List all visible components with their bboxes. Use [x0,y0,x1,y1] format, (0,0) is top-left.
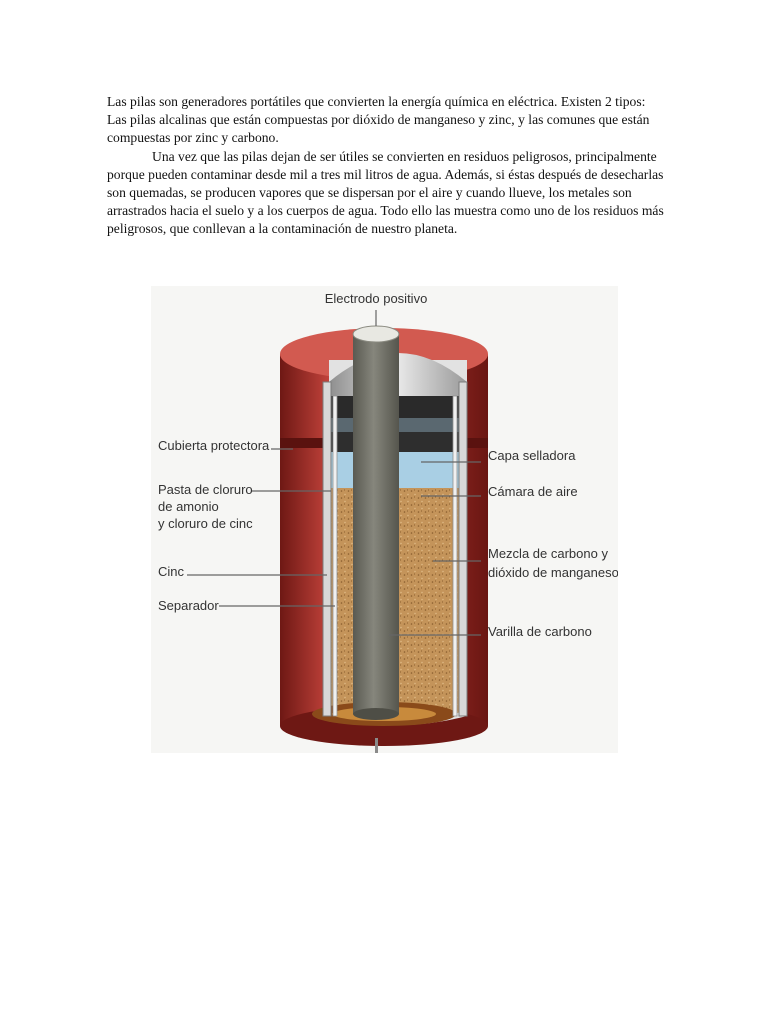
zinc-wall-left [322,381,332,717]
label-protective-cover: Cubierta protectora [158,438,270,453]
label-paste-line3: y cloruro de cinc [158,516,253,531]
label-positive-electrode: Electrodo positivo [325,291,428,306]
label-air-chamber: Cámara de aire [488,484,578,499]
label-separator: Separador [158,598,219,613]
label-paste-line1: Pasta de cloruro [158,482,253,497]
negative-terminal-stub [375,738,378,753]
paragraph-hazards: Una vez que las pilas dejan de ser útile… [107,148,664,237]
paragraph-intro: Las pilas son generadores portátiles que… [107,94,650,146]
label-paste-line2: de amonio [158,499,219,514]
body-text: Las pilas son generadores portátiles que… [107,93,667,239]
separator-wall-right [452,395,458,717]
label-mixture-line1: Mezcla de carbono y [488,546,608,561]
label-sealing-layer: Capa selladora [488,448,576,463]
leader-lines [187,310,481,636]
separator-wall-left [332,395,338,717]
label-mixture-line2: dióxido de manganeso [488,565,618,580]
carbon-rod-shape [352,325,400,720]
battery-diagram: Electrodo positivo Cubierta protectora P… [151,286,618,753]
battery-cutaway-illustration: Electrodo positivo Cubierta protectora P… [151,286,618,753]
zinc-wall-right [458,381,468,717]
label-carbon-rod: Varilla de carbono [488,624,592,639]
label-zinc: Cinc [158,564,185,579]
